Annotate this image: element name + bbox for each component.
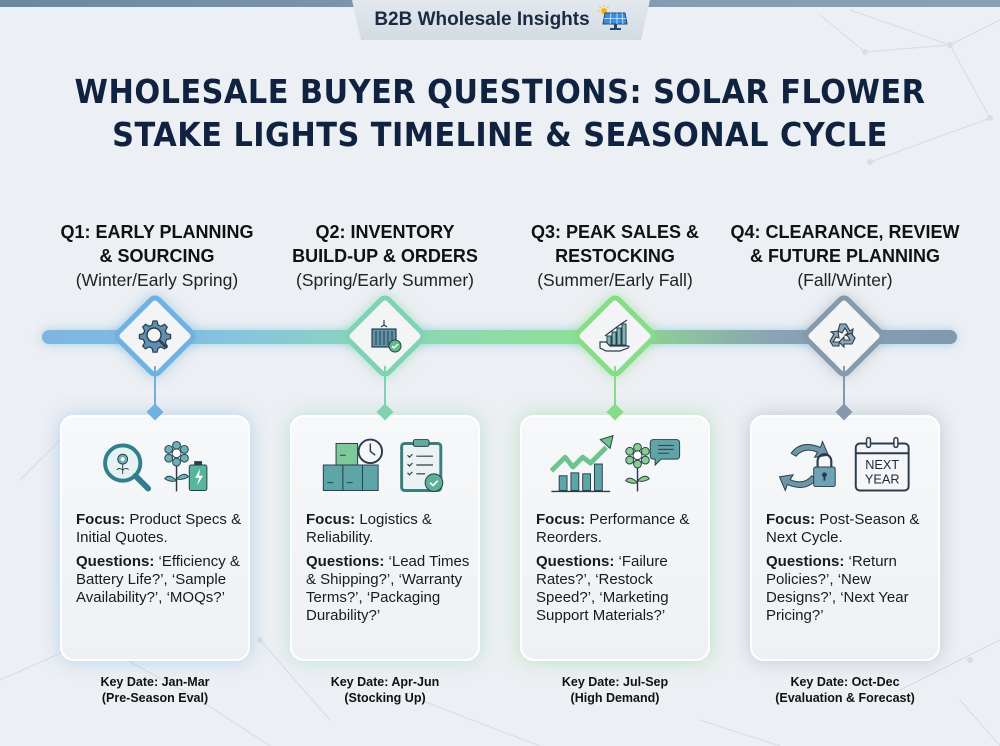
- key-date-label: Key Date: Oct-Dec: [790, 675, 900, 689]
- solar-panel-icon: [597, 4, 628, 36]
- hand-growth-chart-icon: [599, 319, 630, 352]
- phase-header-q1: Q1: EARLY PLANNING & SOURCING (Winter/Ea…: [42, 220, 272, 292]
- magnifier-flower-icon: [103, 443, 152, 492]
- brand-tab: B2B Wholesale Insights: [352, 0, 650, 40]
- flower-chat-icon: [625, 439, 681, 492]
- card-text-q2: Focus: Logistics & Reliability. Question…: [306, 511, 476, 631]
- clipboard-check-icon: [400, 439, 444, 492]
- questions-label: Questions:: [766, 553, 845, 570]
- gear-search-icon: [138, 320, 172, 353]
- phase-title: & FUTURE PLANNING: [750, 246, 940, 266]
- recycle-icon: [829, 323, 856, 349]
- focus-label: Focus:: [76, 511, 126, 528]
- phase-header-q2: Q2: INVENTORY BUILD-UP & ORDERS (Spring/…: [270, 220, 500, 292]
- focus-text: Post-Season & Next Cycle.: [766, 511, 920, 546]
- key-date-q3: Key Date: Jul-Sep (High Demand): [505, 674, 725, 706]
- key-date-note: (Evaluation & Forecast): [775, 691, 915, 705]
- card-q1: Focus: Product Specs & Initial Quotes. Q…: [60, 415, 250, 661]
- key-date-q1: Key Date: Jan-Mar (Pre-Season Eval): [45, 674, 265, 706]
- page-title-line-1: WHOLESALE BUYER QUESTIONS: SOLAR FLOWER: [74, 72, 926, 111]
- questions-text: ‘Failure Rates?’, ‘Restock Speed?’, ‘Mar…: [536, 553, 669, 624]
- shipping-container-check-icon: [371, 320, 402, 353]
- phase-title: Q3: PEAK SALES &: [530, 222, 700, 242]
- key-date-label: Key Date: Jan-Mar: [100, 675, 210, 689]
- phase-season: (Summer/Early Fall): [537, 270, 693, 290]
- key-date-label: Key Date: Apr-Jun: [330, 675, 440, 689]
- card-q2: Focus: Logistics & Reliability. Question…: [290, 415, 480, 661]
- boxes-clock-icon: [322, 438, 384, 491]
- focus-label: Focus:: [306, 511, 356, 528]
- connector-q1: [154, 366, 156, 412]
- questions-label: Questions:: [536, 553, 615, 570]
- card-text-q1: Focus: Product Specs & Initial Quotes. Q…: [76, 511, 246, 613]
- card-text-q4: Focus: Post-Season & Next Cycle. Questio…: [766, 511, 936, 631]
- key-date-note: (Pre-Season Eval): [101, 691, 209, 705]
- questions-text: ‘Return Policies?’, ‘New Designs?’, ‘Nex…: [766, 553, 909, 624]
- focus-label: Focus:: [536, 511, 586, 528]
- questions-label: Questions:: [76, 553, 155, 570]
- connector-q2: [384, 366, 386, 412]
- calendar-text-next: NEXT: [865, 457, 899, 472]
- card-q4: NEXT YEAR Focus: Post-Season & Next Cycl…: [750, 415, 940, 661]
- key-date-q2: Key Date: Apr-Jun (Stocking Up): [275, 674, 495, 706]
- calendar-text-year: YEAR: [865, 472, 900, 487]
- card-icons-q3: [549, 434, 681, 493]
- bar-chart-up-icon: [549, 434, 614, 493]
- phase-header-q3: Q3: PEAK SALES & RESTOCKING (Summer/Earl…: [500, 220, 730, 292]
- flower-battery-icon: [164, 441, 208, 492]
- focus-text: Logistics & Reliability.: [306, 511, 432, 546]
- cycle-lock-icon: [778, 440, 836, 492]
- phase-season: (Spring/Early Summer): [296, 270, 474, 290]
- phase-title: BUILD-UP & ORDERS: [292, 246, 478, 266]
- brand-title: B2B Wholesale Insights: [374, 9, 590, 30]
- connector-q4: [843, 366, 845, 412]
- page-title: WHOLESALE BUYER QUESTIONS: SOLAR FLOWER …: [40, 70, 960, 156]
- phase-header-q4: Q4: CLEARANCE, REVIEW & FUTURE PLANNING …: [729, 220, 961, 292]
- phase-title: RESTOCKING: [555, 246, 675, 266]
- card-icons-q4: NEXT YEAR: [778, 436, 910, 492]
- key-date-q4: Key Date: Oct-Dec (Evaluation & Forecast…: [735, 674, 955, 706]
- phase-title: Q2: INVENTORY: [315, 222, 455, 242]
- phase-season: (Fall/Winter): [797, 270, 893, 290]
- focus-text: Performance & Reorders.: [536, 511, 690, 546]
- card-icons-q2: [322, 438, 444, 492]
- key-date-note: (High Demand): [570, 691, 660, 705]
- page-title-line-2: STAKE LIGHTS TIMELINE & SEASONAL CYCLE: [112, 115, 888, 154]
- questions-text: ‘Lead Times & Shipping?’, ‘Warranty Term…: [306, 553, 470, 624]
- phase-season: (Winter/Early Spring): [75, 270, 239, 290]
- questions-label: Questions:: [306, 553, 385, 570]
- connector-q3: [614, 366, 616, 412]
- card-icons-q1: [103, 441, 208, 492]
- card-text-q3: Focus: Performance & Reorders. Questions…: [536, 511, 706, 631]
- card-q3: Focus: Performance & Reorders. Questions…: [520, 415, 710, 661]
- timeline-bar: [42, 330, 957, 344]
- phase-title: & SOURCING: [99, 246, 215, 266]
- phase-title: Q4: CLEARANCE, REVIEW: [730, 222, 960, 242]
- questions-text: ‘Efficiency & Battery Life?’, ‘Sample Av…: [76, 553, 240, 606]
- phase-title: Q1: EARLY PLANNING: [60, 222, 254, 242]
- focus-label: Focus:: [766, 511, 816, 528]
- key-date-label: Key Date: Jul-Sep: [561, 675, 669, 689]
- calendar-next-year-icon: NEXT YEAR: [854, 436, 910, 492]
- focus-text: Product Specs & Initial Quotes.: [76, 511, 242, 546]
- key-date-note: (Stocking Up): [344, 691, 426, 705]
